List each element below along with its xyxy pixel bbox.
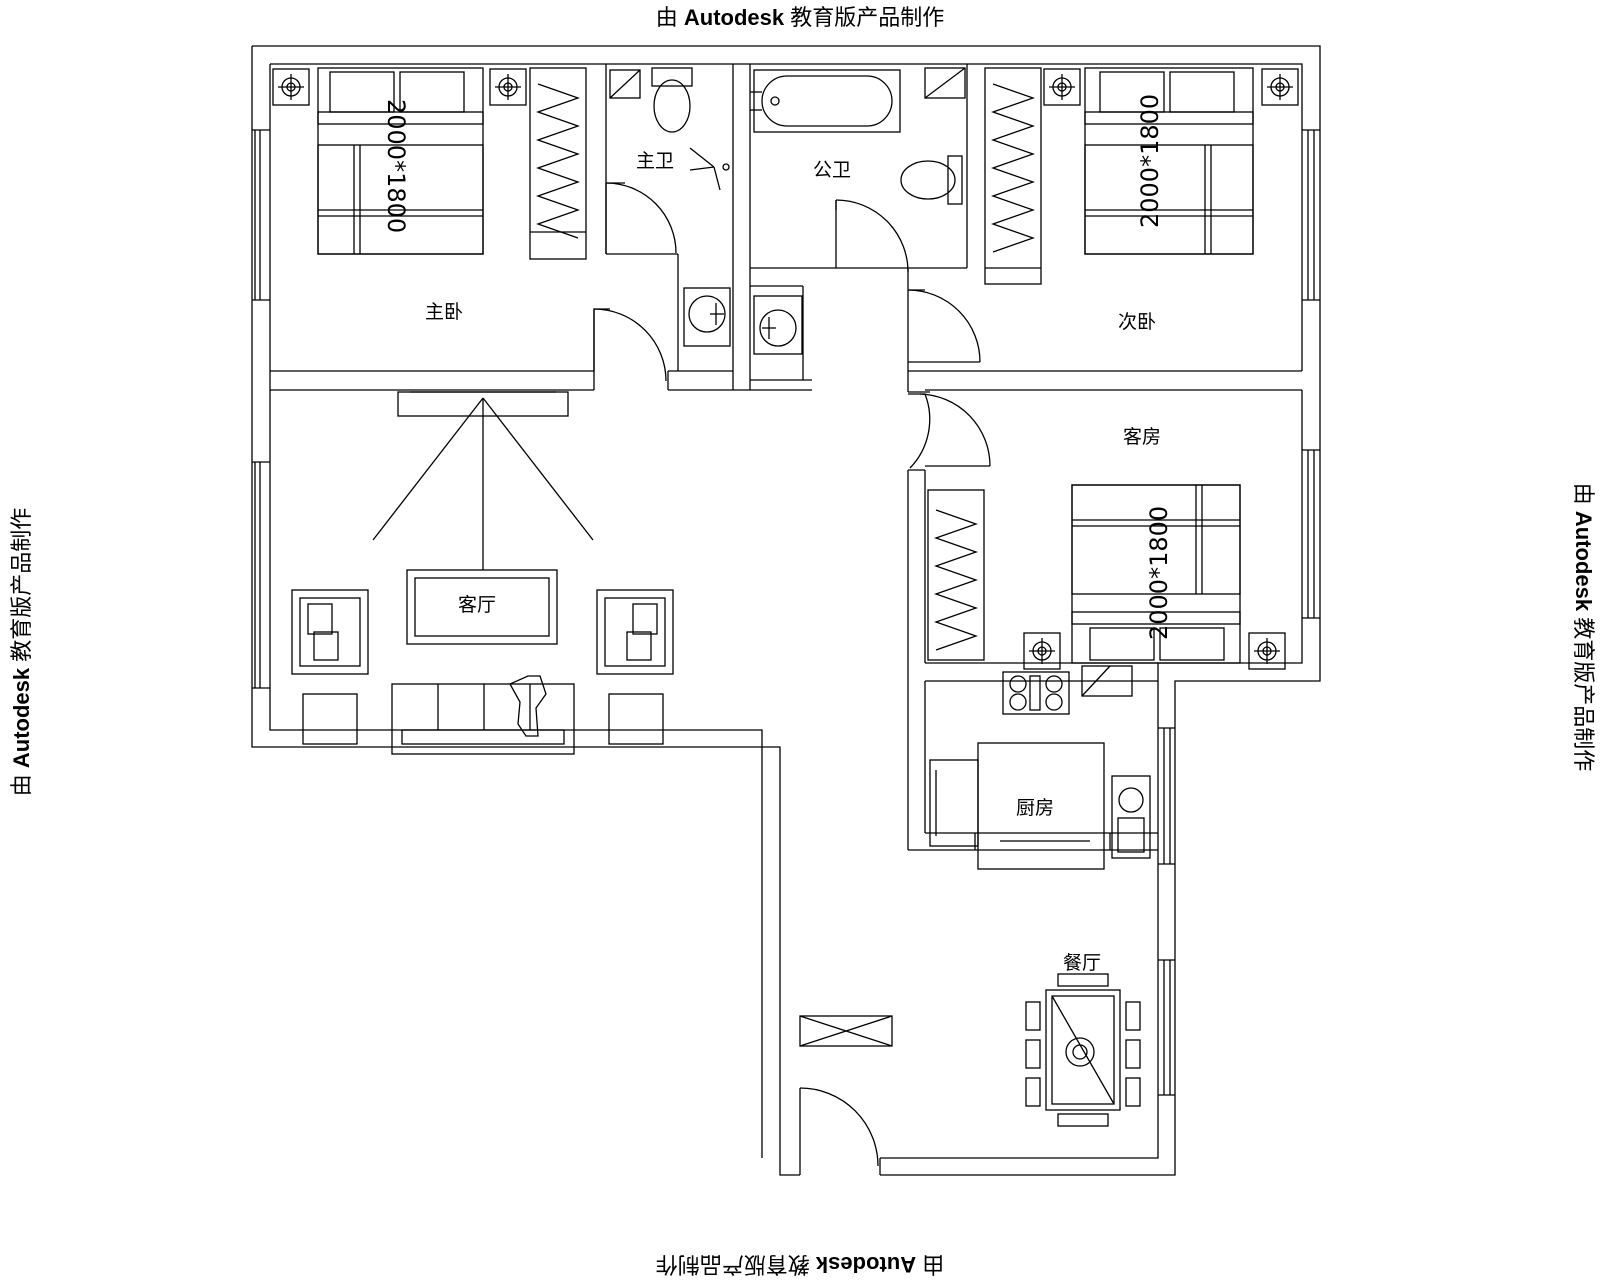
guest-room-furniture [927, 484, 1286, 670]
master-bath-fixtures [609, 67, 731, 347]
living-room-label: 客厅 [458, 594, 496, 616]
guest-bed-size: 2000*1800 [1145, 506, 1173, 640]
dining-table [1025, 973, 1141, 1127]
public-bath-label: 公卫 [813, 159, 851, 181]
master-bath-label: 主卫 [636, 150, 674, 172]
watermark-top: 由 Autodesk 教育版产品制作 [655, 5, 945, 30]
kitchen-label: 厨房 [1016, 797, 1054, 819]
master-bedroom-furniture [272, 67, 587, 260]
interior-walls [270, 64, 1302, 851]
guest-room-label: 客房 [1123, 426, 1161, 448]
second-bedroom-furniture [984, 67, 1299, 285]
living-room-furniture [291, 391, 674, 755]
public-bath-fixtures [750, 67, 966, 355]
kitchen-fixtures [929, 665, 1151, 870]
dining-room-label: 餐厅 [1063, 952, 1101, 974]
master-bedroom-label: 主卧 [425, 301, 463, 323]
master-bed-size: 2000*1800 [382, 99, 410, 233]
bed-size-labels: 2000*1800 2000*1800 2000*1800 [382, 94, 1173, 640]
doors [593, 182, 991, 1167]
room-labels: 主卧 主卫 公卫 次卧 客房 客厅 厨房 餐厅 [425, 150, 1161, 974]
second-bedroom-label: 次卧 [1118, 311, 1156, 333]
outer-walls [251, 45, 1321, 1176]
second-bed-size: 2000*1800 [1136, 94, 1164, 228]
